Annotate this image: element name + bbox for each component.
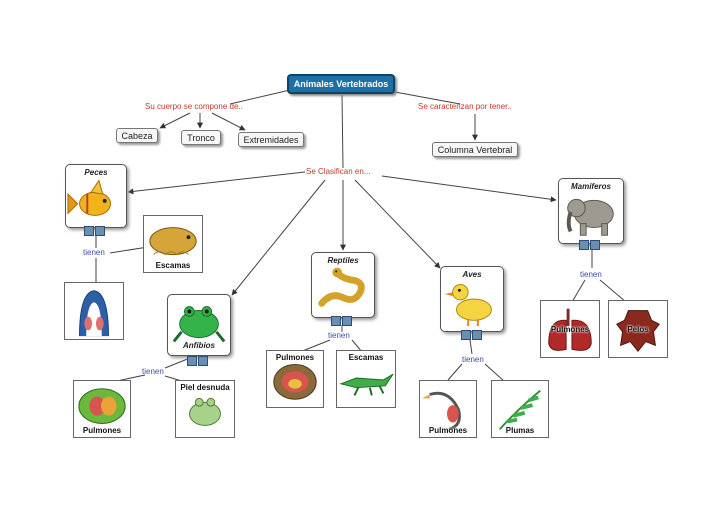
link-mamiferos-tienen: tienen: [580, 270, 602, 279]
feature-anfibios-piel[interactable]: Piel desnuda: [175, 380, 235, 438]
turtle-anatomy-icon: [273, 364, 317, 400]
snake-icon: [318, 267, 365, 307]
feature-reptiles-escamas[interactable]: Escamas: [336, 350, 396, 408]
bird-anatomy-icon: [421, 391, 461, 431]
frog-skin-icon: [189, 397, 221, 426]
feature-reptiles-pulmones-label: Pulmones: [275, 353, 315, 362]
link-aves-tienen: tienen: [462, 355, 484, 364]
feature-anfibios-piel-label: Piel desnuda: [180, 383, 230, 392]
feature-peces-branquias[interactable]: [64, 282, 124, 340]
concept-columna-vertebral[interactable]: Columna Vertebral: [432, 142, 518, 157]
concept-cabeza[interactable]: Cabeza: [116, 128, 158, 143]
class-reptiles-card[interactable]: Reptiles: [311, 252, 375, 318]
class-mamiferos-label: Mamiferos: [570, 182, 611, 191]
feature-reptiles-escamas-label: Escamas: [348, 353, 384, 362]
concept-tronco[interactable]: Tronco: [181, 130, 221, 145]
fish-icon: [67, 179, 111, 216]
root-concept[interactable]: Animales Vertebrados: [287, 74, 395, 94]
feature-anfibios-pulmones[interactable]: Pulmones: [73, 380, 131, 438]
gills-diagram-icon: [79, 290, 109, 337]
crocodile-icon: [339, 373, 394, 396]
feature-mamiferos-pulmones-label: Pulmones: [550, 325, 590, 334]
feathers-icon: [499, 389, 541, 430]
feature-mamiferos-pulmones[interactable]: Pulmones: [540, 300, 600, 358]
hide-icon: [616, 310, 660, 352]
aves-resource-icons[interactable]: [461, 330, 482, 340]
feature-aves-plumas-label: Plumas: [505, 426, 535, 435]
concept-extremidades[interactable]: Extremidades: [238, 132, 304, 147]
anfibios-resource-icons[interactable]: [187, 356, 208, 366]
link-anfibios-tienen: tienen: [142, 367, 164, 376]
class-aves-card[interactable]: Aves: [440, 266, 504, 332]
feature-peces-escamas-label: Escamas: [155, 261, 191, 270]
class-peces-label: Peces: [84, 168, 108, 177]
elephant-icon: [566, 198, 614, 236]
duck-icon: [444, 283, 492, 327]
link-su-cuerpo: Su cuerpo se compone de..: [145, 102, 243, 111]
frog-icon: [172, 306, 226, 343]
frog-anatomy-icon: [78, 388, 126, 424]
feature-mamiferos-pelos-label: Pelos: [627, 325, 649, 334]
lungs-icon: [548, 308, 592, 351]
fish-scales-icon: [149, 227, 197, 256]
feature-anfibios-pulmones-label: Pulmones: [82, 426, 122, 435]
reptiles-resource-icons[interactable]: [331, 316, 352, 326]
feature-aves-pulmones[interactable]: Pulmones: [419, 380, 477, 438]
link-reptiles-tienen: tienen: [328, 331, 350, 340]
peces-resource-icons[interactable]: [84, 226, 105, 236]
class-anfibios-label: Anfibios: [183, 341, 215, 350]
link-peces-tienen: tienen: [83, 248, 105, 257]
class-peces-card[interactable]: Peces: [65, 164, 127, 228]
class-aves-label: Aves: [462, 270, 482, 279]
feature-aves-pulmones-label: Pulmones: [428, 426, 468, 435]
feature-mamiferos-pelos[interactable]: Pelos: [608, 300, 668, 358]
class-anfibios-card[interactable]: Anfibios: [167, 294, 231, 356]
feature-aves-plumas[interactable]: Plumas: [491, 380, 549, 438]
mamiferos-resource-icons[interactable]: [579, 240, 600, 250]
link-se-clasifican: Se Clasifican en...: [306, 167, 371, 176]
feature-peces-escamas[interactable]: Escamas: [143, 215, 203, 273]
class-reptiles-label: Reptiles: [327, 256, 359, 265]
link-se-caracterizan: Se caracterizan por tener..: [418, 102, 512, 111]
feature-reptiles-pulmones[interactable]: Pulmones: [266, 350, 324, 408]
class-mamiferos-card[interactable]: Mamiferos: [558, 178, 624, 244]
